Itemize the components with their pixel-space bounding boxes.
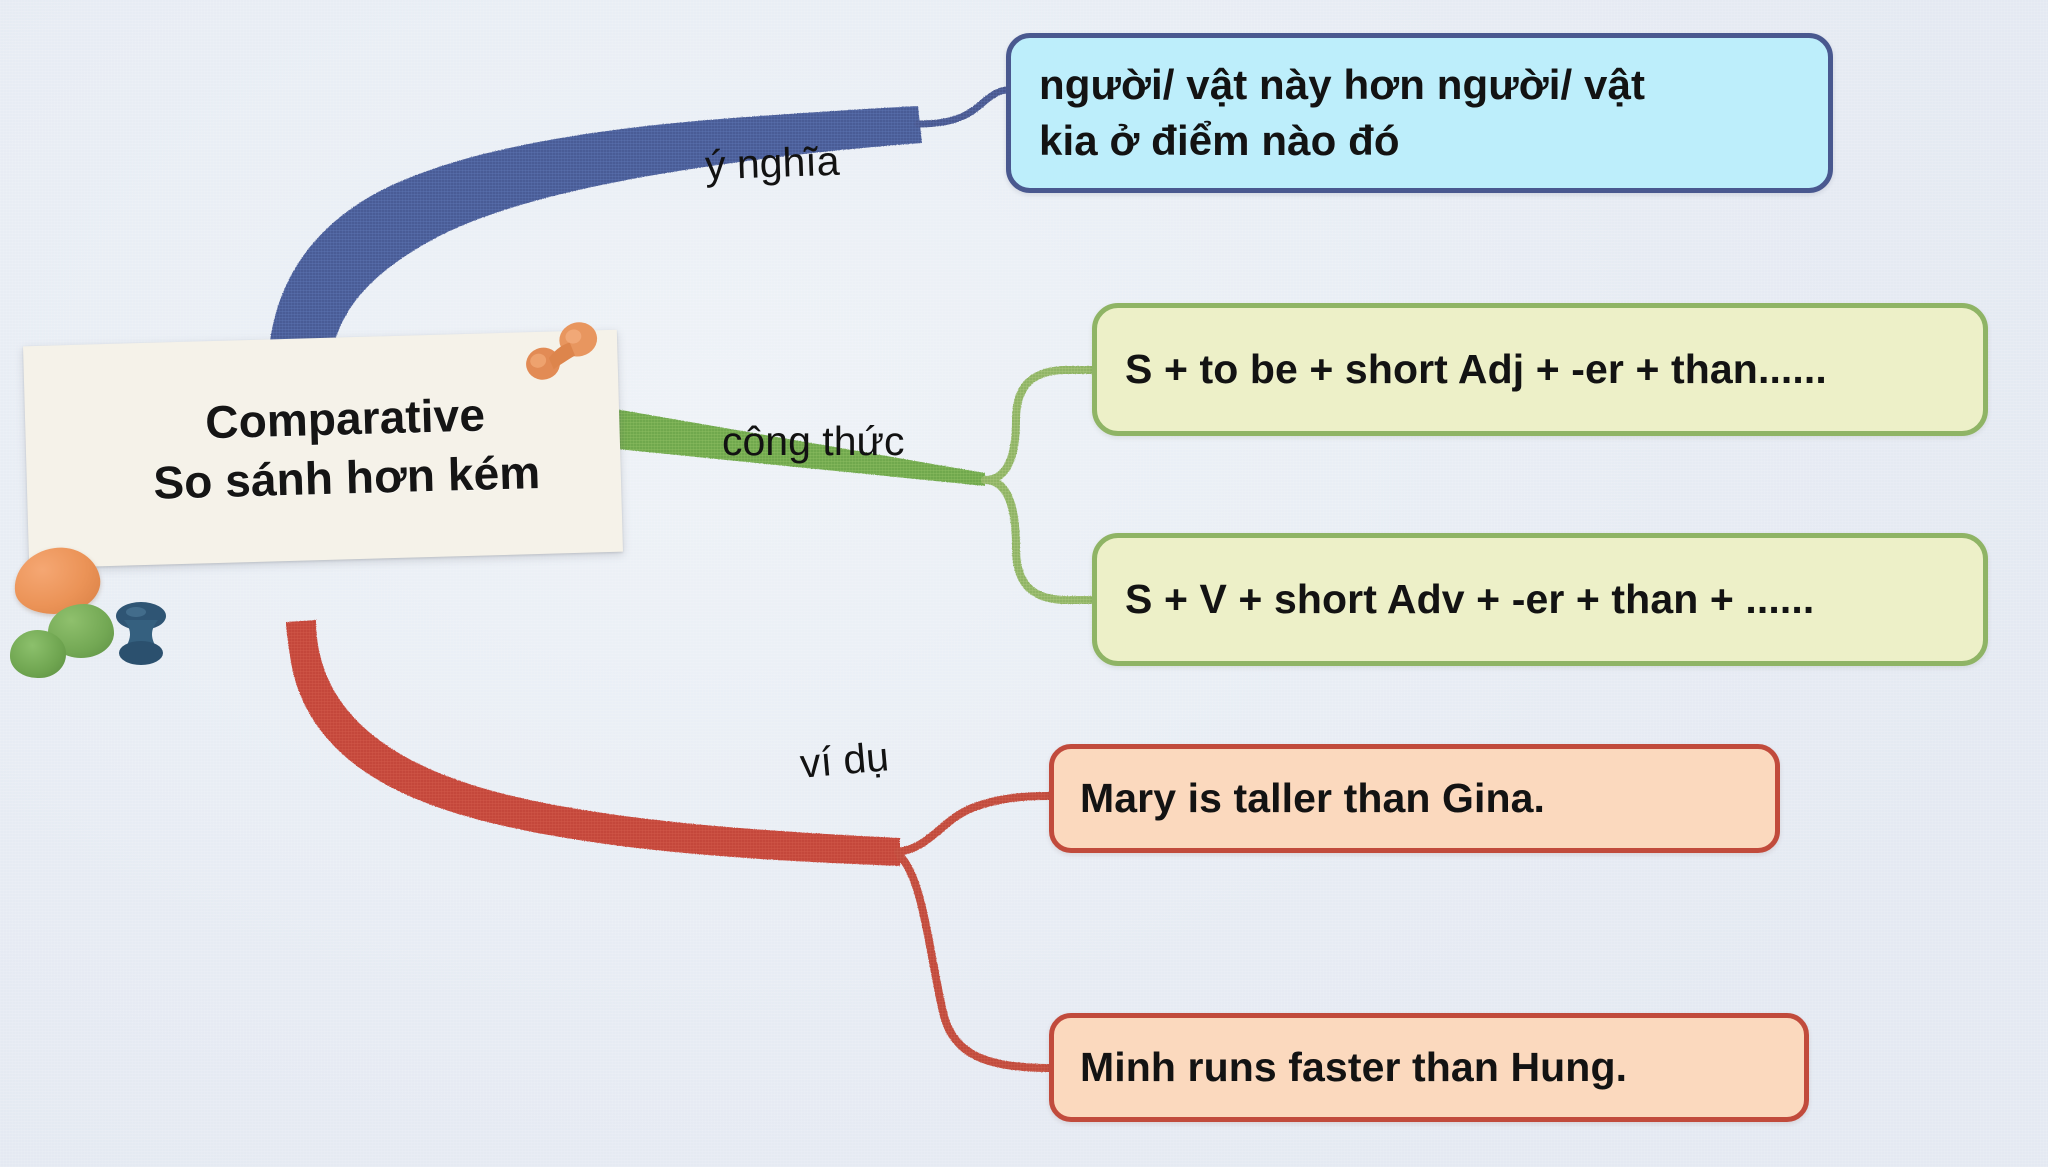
node-formula-1[interactable]: S + to be + short Adj + -er + than...... <box>1092 303 1988 436</box>
node-formula-2[interactable]: S + V + short Adv + -er + than + ...... <box>1092 533 1988 666</box>
branch-label-formula: công thức <box>722 418 905 464</box>
central-node-label: Comparative So sánh hơn kém <box>105 384 541 514</box>
node-meaning-text: người/ vật này hơn người/ vật kia ở điểm… <box>1039 57 1645 170</box>
node-meaning-line-1: người/ vật này hơn người/ vật <box>1039 60 1646 108</box>
node-meaning[interactable]: người/ vật này hơn người/ vật kia ở điểm… <box>1006 33 1833 193</box>
node-example-1-text: Mary is taller than Gina. <box>1080 775 1546 822</box>
node-example-2[interactable]: Minh runs faster than Hung. <box>1049 1013 1809 1122</box>
central-node-line-1: Comparative <box>204 388 486 449</box>
branch-example <box>286 620 1053 1072</box>
branch-label-example: ví dụ <box>798 733 891 787</box>
branch-label-meaning: ý nghĩa <box>704 137 841 189</box>
node-formula-1-text: S + to be + short Adj + -er + than...... <box>1125 346 1827 393</box>
node-formula-2-text: S + V + short Adv + -er + than + ...... <box>1125 576 1815 623</box>
node-example-1[interactable]: Mary is taller than Gina. <box>1049 744 1780 853</box>
node-example-2-text: Minh runs faster than Hung. <box>1080 1044 1628 1091</box>
node-meaning-line-2: kia ở điểm nào đó <box>1039 117 1400 164</box>
central-node[interactable]: Comparative So sánh hơn kém <box>23 329 623 569</box>
branch-meaning <box>268 86 1012 372</box>
central-node-line-2: So sánh hơn kém <box>152 445 541 509</box>
